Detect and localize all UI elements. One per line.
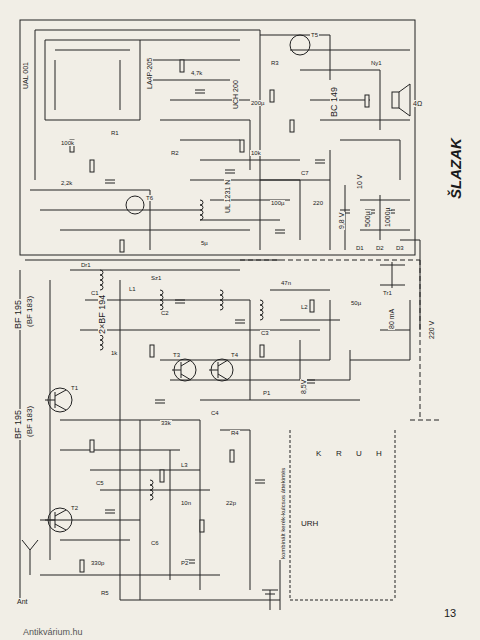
component-label: L2 — [300, 304, 309, 310]
antenna-symbol — [22, 540, 278, 610]
component-label: 200µ — [250, 100, 265, 106]
component-label: 13 — [443, 608, 457, 619]
component-label: R1 — [110, 130, 120, 136]
component-label: UAL 001 — [22, 61, 29, 90]
component-label: C2 — [160, 310, 170, 316]
transistor-symbols — [45, 35, 310, 532]
component-label: K — [315, 450, 322, 458]
component-label: T4 — [230, 352, 239, 358]
component-label: UCH 200 — [232, 79, 239, 110]
component-label: BC 149 — [330, 86, 339, 118]
component-label: 100k — [60, 140, 75, 146]
component-label: R4 — [230, 430, 240, 436]
component-label: C6 — [150, 540, 160, 546]
component-label: R2 — [170, 150, 180, 156]
component-label: 5µ — [200, 240, 209, 246]
component-label: L1 — [128, 286, 137, 292]
component-label: (BF 183) — [26, 295, 34, 328]
component-label: C3 — [260, 330, 270, 336]
component-label: Sz1 — [150, 275, 162, 281]
component-label: 2×BF 194 — [98, 294, 107, 335]
component-label: 2,2k — [60, 180, 73, 186]
component-label: 1000µ — [384, 206, 391, 228]
speaker-symbol — [392, 84, 410, 116]
component-label: 10 V — [356, 174, 363, 190]
component-label: P2 — [180, 560, 189, 566]
component-label: L3 — [180, 462, 189, 468]
component-label: URH — [300, 520, 319, 528]
component-label: 10k — [250, 150, 262, 156]
component-label: LA4P-205 — [146, 57, 153, 90]
component-label: T3 — [172, 352, 181, 358]
component-label: 1k — [110, 350, 118, 356]
component-label: D2 — [375, 245, 385, 251]
component-label: U — [355, 450, 363, 458]
component-label: Ant — [16, 598, 29, 605]
component-label: 33k — [160, 420, 172, 426]
component-label: 220 V — [428, 320, 435, 340]
transformer-symbol — [380, 262, 405, 288]
component-label: P1 — [262, 390, 271, 396]
component-label: C1 — [90, 290, 100, 296]
component-label: R5 — [100, 590, 110, 596]
component-label: 50µ — [350, 300, 362, 306]
component-label: BF 195 — [14, 409, 23, 440]
author-name: ŠLAZAK — [448, 137, 463, 200]
component-label: R3 — [270, 60, 280, 66]
component-label: 330p — [90, 560, 105, 566]
component-label: R — [335, 450, 343, 458]
component-symbols — [70, 60, 395, 572]
component-label: D1 — [355, 245, 365, 251]
component-label: Tr1 — [382, 290, 393, 296]
component-label: 22p — [225, 500, 237, 506]
component-label: 9,8 V — [338, 212, 345, 230]
component-label: 80 mA — [388, 308, 395, 330]
component-label: C7 — [300, 170, 310, 176]
component-label: T2 — [70, 505, 79, 511]
component-label: Dr1 — [80, 262, 92, 268]
component-label: 10n — [180, 500, 192, 506]
component-label: 8,5V — [300, 379, 307, 395]
component-label: BF 195 — [14, 299, 23, 330]
component-label: 4,7k — [190, 70, 203, 76]
component-label: 500µ — [364, 210, 371, 228]
component-label: C4 — [210, 410, 220, 416]
watermark: Antikvárium.hu — [22, 628, 84, 637]
component-label: C5 — [95, 480, 105, 486]
component-label: T6 — [145, 195, 154, 201]
component-label: H — [375, 450, 383, 458]
component-label: D3 — [395, 245, 405, 251]
component-label: 4Ω — [412, 100, 423, 107]
component-label: (BF 183) — [26, 405, 34, 438]
component-label: Ny1 — [370, 60, 383, 66]
component-label: T5 — [310, 32, 319, 38]
component-label: T1 — [70, 385, 79, 391]
component-label: kombinált kerék-kulcsos áttekintés — [280, 467, 286, 560]
component-label: 47n — [280, 280, 292, 286]
component-label: 220 — [312, 200, 324, 206]
wires — [20, 20, 440, 610]
component-label: 100µ — [270, 200, 285, 206]
component-label: UL 1231 N — [224, 179, 231, 214]
